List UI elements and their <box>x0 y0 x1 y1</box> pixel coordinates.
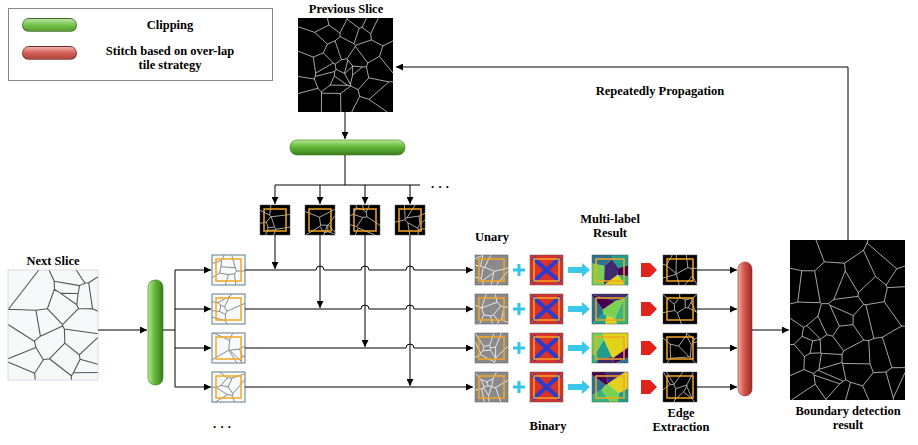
next-slice-image <box>8 270 98 380</box>
edge-tile <box>663 333 697 363</box>
next-tile <box>212 333 245 363</box>
multi-tile <box>592 333 628 363</box>
unary-tile <box>475 255 508 285</box>
wire <box>365 235 366 347</box>
plus-symbol <box>513 342 525 354</box>
cyan-arrow <box>568 341 590 355</box>
unary-tile <box>475 294 508 324</box>
plus-symbol <box>513 303 525 315</box>
stitch-bar <box>738 262 752 396</box>
unary-tile <box>475 372 508 402</box>
legend-box <box>9 9 273 81</box>
wire <box>175 309 211 310</box>
ellipsis: · · · <box>211 420 234 434</box>
wire <box>697 309 737 310</box>
image-title: Previous Slice <box>296 2 396 16</box>
wire <box>410 235 411 386</box>
red-arrow <box>641 302 657 316</box>
edge-tile <box>663 294 697 324</box>
legend-text: Clipping <box>103 18 237 32</box>
clipping-bar <box>290 140 405 155</box>
wire <box>275 185 276 204</box>
plus-symbol <box>513 264 525 276</box>
wire <box>245 387 473 388</box>
wire <box>410 185 411 204</box>
wire <box>275 185 420 186</box>
wire <box>98 330 147 331</box>
column-label: Edge Extraction <box>642 406 720 434</box>
cyan-arrow <box>568 263 590 277</box>
wire <box>245 266 473 270</box>
prev-tile <box>260 205 290 235</box>
multi-tile <box>592 372 628 402</box>
wire <box>752 330 789 331</box>
plus-symbol <box>513 381 525 393</box>
legend-swatch <box>22 46 77 60</box>
wire <box>245 344 473 348</box>
wire <box>365 185 366 204</box>
next-tile <box>212 372 245 402</box>
prev-tile <box>395 205 425 235</box>
binary-tile <box>530 333 563 363</box>
unary-tile <box>475 333 508 363</box>
red-arrow <box>641 380 657 394</box>
wire <box>175 270 176 387</box>
image-title: Boundary detection result <box>788 404 908 432</box>
edge-label: Repeatedly Propagation <box>594 84 727 98</box>
wire <box>163 330 175 331</box>
clipping-bar <box>148 280 163 385</box>
prev-tile <box>305 205 335 235</box>
column-label: Unary <box>473 230 511 244</box>
cyan-arrow <box>568 302 590 316</box>
wire <box>320 235 321 308</box>
legend-text: Stitch based on over-lap tile strategy <box>103 44 237 72</box>
column-label: Multi-label Result <box>569 212 651 240</box>
image-node: Next Slice <box>4 254 102 380</box>
red-arrow <box>641 263 657 277</box>
boundary-result-image <box>790 240 905 400</box>
image-title: Next Slice <box>4 254 102 268</box>
prev-tile <box>350 205 380 235</box>
wire <box>245 305 473 309</box>
binary-tile <box>530 372 563 402</box>
wire <box>345 155 346 185</box>
edge-tile <box>663 372 697 402</box>
binary-tile <box>530 294 563 324</box>
next-tile <box>212 255 245 285</box>
column-label: Binary <box>528 419 569 433</box>
edge-tile <box>663 255 697 285</box>
wire <box>697 348 737 349</box>
legend-swatch <box>22 18 77 32</box>
wire <box>175 270 211 271</box>
image-node: Previous Slice <box>296 2 396 112</box>
next-tile <box>212 294 245 324</box>
ellipsis: · · · <box>429 180 452 194</box>
wire <box>275 235 276 269</box>
red-arrow <box>641 341 657 355</box>
wire <box>697 270 737 271</box>
multi-tile <box>592 255 628 285</box>
wire <box>175 348 211 349</box>
feedback-arrow <box>396 67 848 240</box>
cyan-arrow <box>568 380 590 394</box>
wire <box>320 185 321 204</box>
multi-tile <box>592 294 628 324</box>
wire <box>697 387 737 388</box>
binary-tile <box>530 255 563 285</box>
wire <box>175 387 211 388</box>
wire <box>345 112 346 139</box>
image-node: Boundary detection result <box>788 240 908 432</box>
previous-slice-image <box>298 18 393 112</box>
